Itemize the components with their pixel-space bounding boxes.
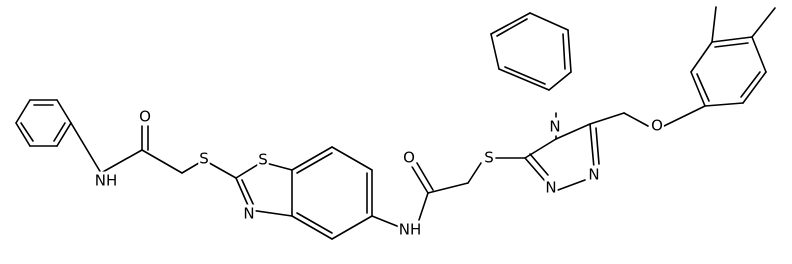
bond bbox=[53, 122, 66, 142]
bond bbox=[504, 66, 546, 85]
bond bbox=[249, 209, 293, 217]
label-background bbox=[242, 204, 256, 223]
label-background bbox=[544, 178, 558, 197]
bond bbox=[623, 112, 649, 127]
nh-label: NH bbox=[399, 221, 422, 239]
oxygen-label: O bbox=[651, 117, 663, 135]
oxygen-label: O bbox=[139, 108, 151, 126]
bond bbox=[100, 149, 143, 174]
bond bbox=[20, 122, 34, 142]
bond-lines bbox=[15, 6, 776, 240]
bond bbox=[529, 12, 569, 31]
bond bbox=[427, 182, 469, 194]
oxygen-label: O bbox=[403, 149, 415, 167]
label-background bbox=[402, 148, 416, 167]
bond bbox=[742, 71, 767, 104]
bond bbox=[15, 99, 31, 124]
bond bbox=[595, 127, 600, 165]
bond bbox=[555, 123, 591, 140]
bond bbox=[296, 152, 333, 174]
label-background bbox=[138, 107, 152, 126]
bond bbox=[714, 42, 749, 48]
bond bbox=[490, 12, 531, 35]
bond bbox=[562, 33, 566, 70]
bond bbox=[56, 99, 72, 124]
bond bbox=[711, 36, 753, 43]
sulfur-label: S bbox=[484, 149, 494, 167]
bond bbox=[740, 71, 761, 98]
bond bbox=[696, 73, 710, 102]
bond bbox=[56, 122, 72, 147]
nitrogen-label: N bbox=[588, 166, 599, 184]
bond bbox=[296, 212, 333, 234]
bond bbox=[704, 102, 744, 107]
bond bbox=[751, 7, 776, 38]
bond bbox=[524, 138, 557, 159]
label-background bbox=[548, 117, 562, 136]
bond bbox=[529, 153, 549, 176]
bond bbox=[496, 18, 528, 37]
bond bbox=[567, 29, 572, 73]
bond bbox=[141, 149, 183, 174]
label-background bbox=[587, 165, 601, 184]
bond bbox=[690, 41, 713, 73]
nitrogen-label: N bbox=[545, 179, 556, 197]
bond bbox=[548, 71, 572, 91]
bond bbox=[291, 146, 333, 171]
bond bbox=[416, 162, 434, 191]
bond bbox=[15, 122, 31, 147]
bond bbox=[371, 215, 403, 229]
bond bbox=[410, 164, 429, 194]
sulfur-label: S bbox=[258, 151, 268, 169]
label-background bbox=[397, 220, 423, 239]
bond bbox=[70, 122, 102, 174]
sulfur-label: S bbox=[199, 150, 209, 168]
bond bbox=[663, 105, 706, 127]
bond bbox=[291, 215, 333, 240]
bond bbox=[498, 68, 550, 91]
nitrogen-label: N bbox=[549, 118, 560, 136]
bond bbox=[241, 179, 255, 207]
bond bbox=[690, 71, 706, 107]
bond bbox=[589, 112, 625, 125]
bond bbox=[490, 33, 500, 70]
bond bbox=[751, 36, 767, 73]
atom-labels: O NH S S N NH O S N N N O bbox=[93, 107, 664, 239]
bond bbox=[589, 123, 595, 169]
bond bbox=[417, 192, 429, 224]
label-background bbox=[483, 148, 495, 167]
bond bbox=[331, 146, 373, 171]
bond bbox=[557, 179, 586, 191]
nh-label: NH bbox=[95, 172, 118, 190]
bond bbox=[467, 162, 482, 184]
bond bbox=[524, 157, 546, 182]
nitrogen-label: N bbox=[243, 205, 254, 223]
bond bbox=[331, 215, 373, 240]
label-background bbox=[650, 116, 664, 135]
bond bbox=[711, 6, 717, 43]
label-background bbox=[93, 171, 119, 190]
label-background bbox=[257, 150, 269, 169]
label-background bbox=[198, 149, 210, 168]
